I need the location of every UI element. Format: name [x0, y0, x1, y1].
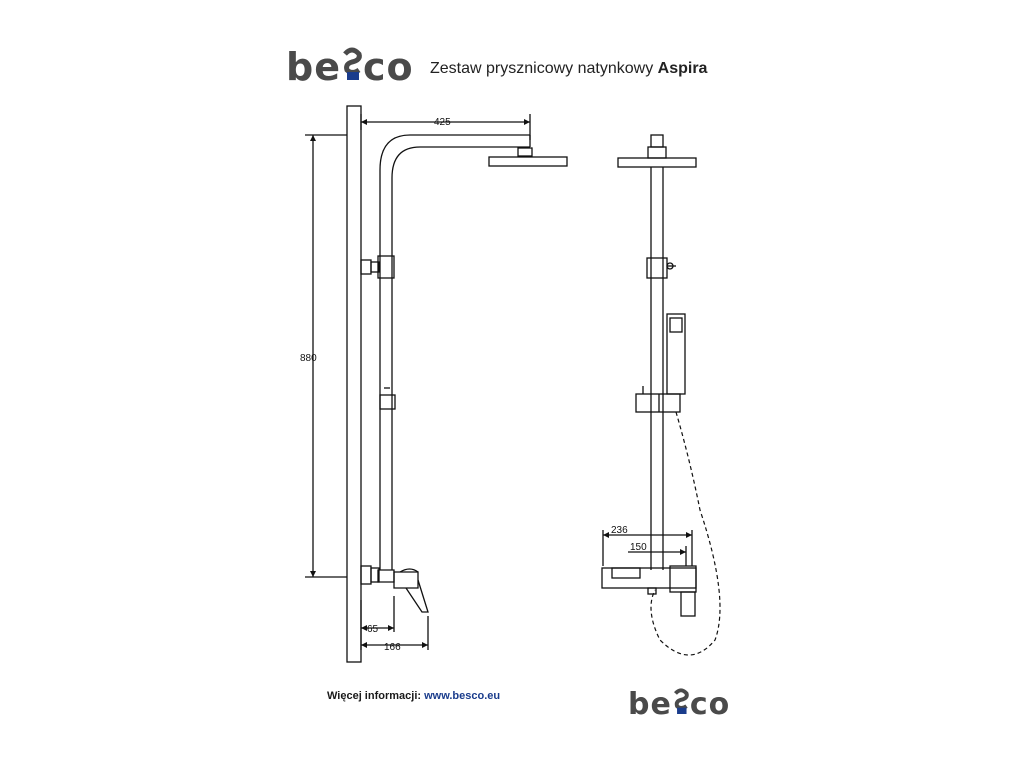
footer-logo-drop-s: [672, 684, 690, 720]
holder: [379, 394, 396, 410]
footer-drop-icon: [673, 688, 689, 714]
rain-shower-head: [488, 156, 568, 167]
wall: [346, 105, 362, 663]
footer-info-label: Więcej informacji:: [327, 690, 422, 702]
valve-wall-flange: [360, 565, 372, 585]
front-mixer-handle: [680, 591, 696, 617]
front-rain-head: [617, 157, 697, 168]
footer-info: Więcej informacji: www.besco.eu: [327, 690, 500, 702]
riser-pipe-inner: [391, 146, 530, 570]
title-bold: Aspira: [657, 60, 708, 77]
shower-hose: [650, 411, 721, 656]
front-holder: [635, 393, 681, 413]
head-connector: [517, 147, 533, 157]
footer-url-link[interactable]: www.besco.eu: [424, 690, 501, 702]
dim-handle-reach: 236: [611, 525, 628, 536]
drop-icon: [343, 47, 362, 80]
header-logo: be co: [286, 42, 414, 86]
wall-bracket: [360, 259, 372, 275]
dim-wall-to-handle: 166: [384, 642, 401, 653]
footer-logo-prefix: be: [628, 687, 672, 722]
dim-wall-to-valve: 65: [367, 624, 379, 635]
front-head-connector: [650, 134, 664, 148]
dim-arm-length: 425: [434, 117, 451, 128]
title-regular: Zestaw prysznicowy natynkowy: [430, 60, 654, 77]
logo-text-prefix: be: [286, 45, 341, 89]
footer-logo: be co: [628, 684, 730, 720]
page-title: Zestaw prysznicowy natynkowy Aspira: [430, 60, 707, 78]
dim-total-height: 880: [300, 353, 317, 364]
front-bracket: [646, 257, 668, 279]
footer-logo-suffix: co: [689, 687, 731, 722]
logo-text-suffix: co: [362, 45, 414, 89]
logo-drop-s: [341, 42, 363, 86]
riser-pipe-outer: [379, 134, 530, 570]
dim-valve-width: 150: [630, 542, 647, 553]
mixer-handle: [405, 579, 429, 613]
mixer-body: [393, 571, 419, 589]
